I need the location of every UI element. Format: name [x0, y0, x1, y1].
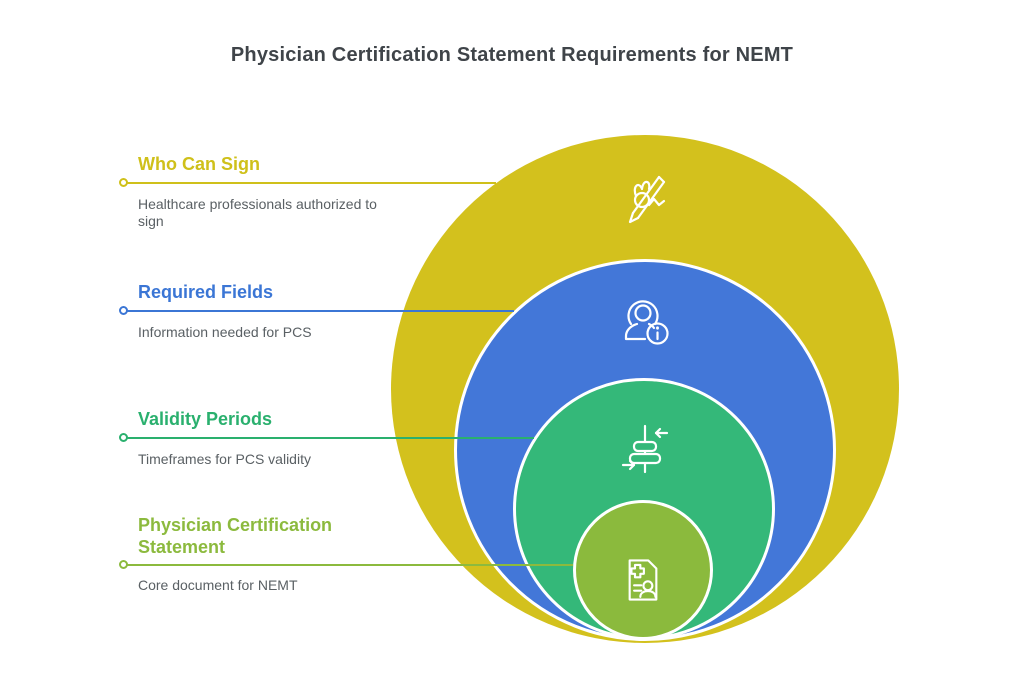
label-title-who-can-sign: Who Can Sign: [138, 154, 260, 174]
validity-compress-icon: [619, 423, 671, 475]
label-group-who-can-sign: Who Can Sign Healthcare professionals au…: [138, 153, 398, 229]
label-desc-physician-certification-statement: Core document for NEMT: [138, 577, 298, 593]
medical-document-icon: [619, 556, 667, 604]
leader-line-validity-periods: [124, 437, 534, 439]
page-title: Physician Certification Statement Requir…: [230, 44, 794, 66]
leader-dot-validity-periods: [119, 433, 128, 442]
label-desc-validity-periods: Timeframes for PCS validity: [138, 451, 311, 467]
label-title-required-fields: Required Fields: [138, 282, 274, 302]
leader-dot-who-can-sign: [119, 178, 128, 187]
label-group-validity-periods: Validity Periods Timeframes for PCS vali…: [138, 408, 398, 467]
leader-dot-required-fields: [119, 306, 128, 315]
leader-line-physician-certification-statement: [124, 564, 573, 566]
hand-signing-icon: [617, 169, 673, 225]
label-desc-who-can-sign: Healthcare professionals authorized to s…: [138, 196, 377, 229]
person-info-icon: [618, 294, 674, 350]
label-group-required-fields: Required Fields Information needed for P…: [138, 281, 398, 340]
label-group-physician-certification-statement: Physician Certification Statement Core d…: [138, 514, 368, 593]
leader-dot-physician-certification-statement: [119, 560, 128, 569]
label-title-validity-periods: Validity Periods: [138, 409, 273, 429]
leader-line-required-fields: [124, 310, 514, 312]
label-desc-required-fields: Information needed for PCS: [138, 324, 312, 340]
leader-line-who-can-sign: [124, 182, 496, 184]
label-title-physician-certification-statement: Physician Certification Statement: [138, 515, 333, 557]
